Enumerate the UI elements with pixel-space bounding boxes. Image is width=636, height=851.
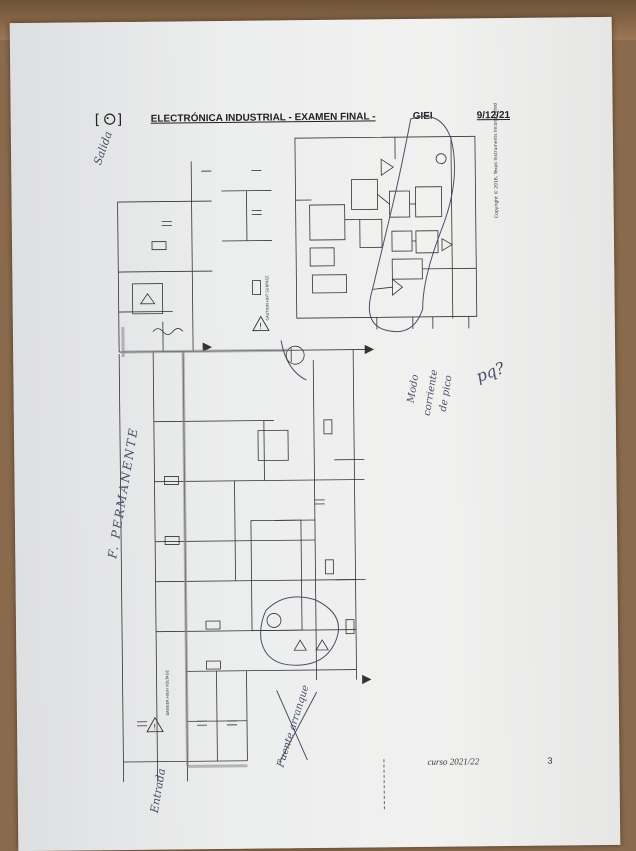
svg-text:!: ! <box>259 322 262 331</box>
copyright-note: Copyright © 2016, Texas Instruments Inco… <box>492 103 500 218</box>
course-label: curso 2021/22 <box>427 756 479 767</box>
exam-sheet: [ ] ELECTRÓNICA INDUSTRIAL - EXAMEN FINA… <box>10 17 621 851</box>
page-number: 3 <box>547 756 552 766</box>
svg-text:!: ! <box>153 723 156 732</box>
warning-label-top: CAUTION HOT SURFACE <box>264 275 269 321</box>
warning-label-bottom: DANGER HIGH VOLTAGE <box>164 669 169 715</box>
dash-marks <box>383 759 387 809</box>
